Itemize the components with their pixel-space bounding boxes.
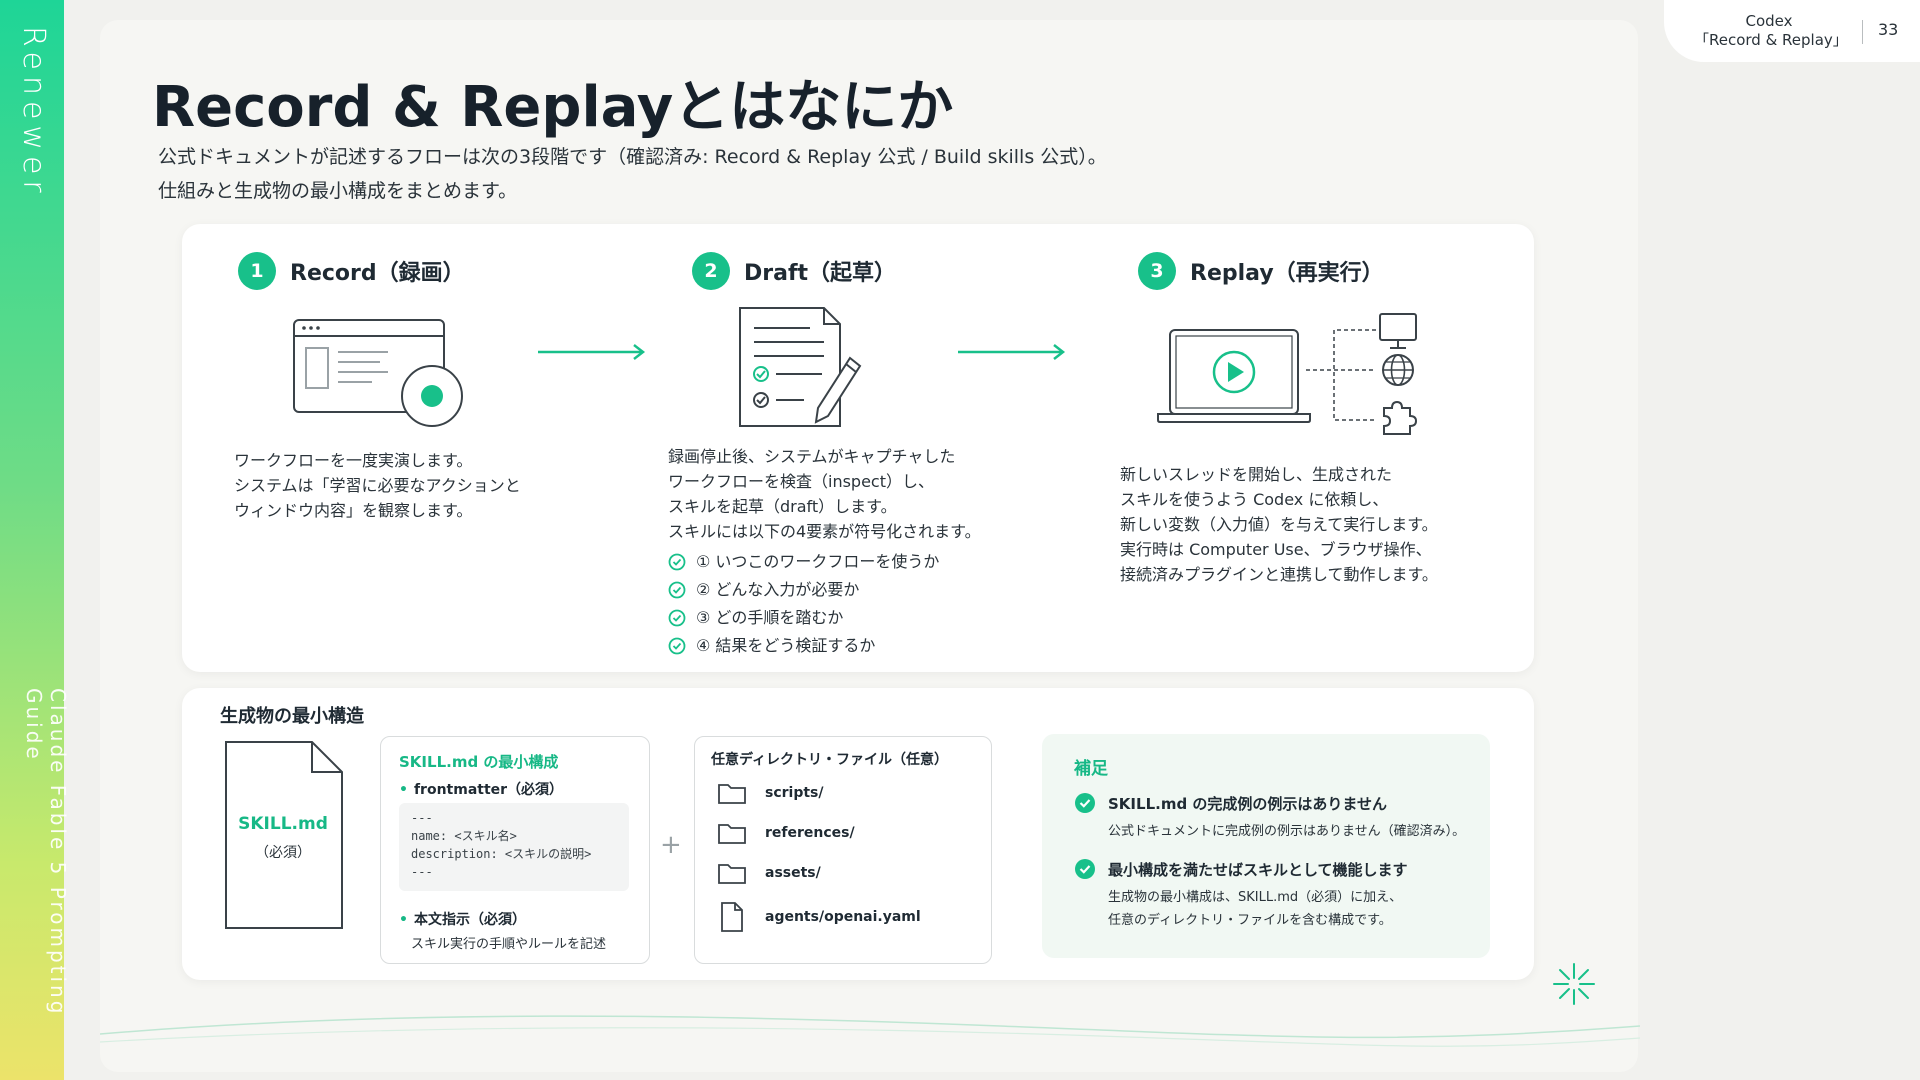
arrow-right-icon [538,344,646,360]
lead-text: 公式ドキュメントが記述するフローは次の3段階です（確認済み: Record & … [158,146,1107,202]
step-record-heading: 1 Record（録画） [238,252,465,290]
box-title: 任意ディレクトリ・ファイル（任意） [711,752,949,768]
step-replay-heading: 3 Replay（再実行） [1138,252,1384,290]
list-item: ③ どの手順を踏むか [668,604,939,632]
laptop-play-icon [1157,313,1418,435]
step-title: Replay（再実行） [1190,261,1384,286]
page-number: 33 [1878,20,1899,39]
page-title: Record & Replayとはなにか [152,75,954,140]
document-pencil-icon [739,307,862,427]
globe-icon [1382,354,1414,386]
check-circle-icon [668,553,686,571]
note-point-description: 生成物の最小構成は、SKILL.md（必須）に加え、 任意のディレクトリ・ファイ… [1108,890,1403,928]
frontmatter-bullet: frontmatter（必須） [399,779,563,799]
file-icon [225,741,343,929]
skill-elements-list: ① いつこのワークフローを使うか ② どんな入力が必要か ③ どの手順を踏むか … [668,548,939,660]
list-item: agents/openai.yaml [717,901,921,933]
list-item: ④ 結果をどう検証するか [668,632,939,660]
folder-icon [718,824,746,844]
plus-icon: + [660,830,682,860]
skill-file-required: （必須） [255,845,311,861]
step-draft-description: 録画停止後、システムがキャプチャした ワークフローを検査（inspect）し、 … [668,447,981,541]
folder-icon [718,864,746,884]
check-circle-icon [1075,793,1095,813]
side-guide-title: Claude Fable 5 Prompting Guide [22,688,70,1017]
frontmatter-code: ---name: <スキル名>description: <スキルの説明>--- [399,803,629,891]
step-number-badge: 1 [238,252,276,290]
header-topic: Codex 「Record & Replay」 [1694,12,1848,49]
step-record-description: ワークフローを一度実演します。 システムは「学習に必要なアクションと ウィンドウ… [234,451,521,520]
list-item: ① いつこのワークフローを使うか [668,548,939,576]
check-circle-icon [668,609,686,627]
decorative-wave [100,1015,1640,1047]
header-divider [1862,20,1863,44]
side-strip [0,0,64,1080]
step-title: Record（録画） [290,261,465,286]
header-tab [1664,0,1920,62]
body-bullet-description: スキル実行の手順やルールを記述 [411,937,607,952]
list-item: scripts/ [717,781,824,805]
check-circle-icon [1075,859,1095,879]
folder-icon [718,784,746,804]
flow-card: 1 Record（録画） ワークフローを一度実演します。 システムは「学習に必要… [182,224,1534,672]
side-brand: Renewer [16,26,51,199]
file-icon [721,902,743,932]
note-point: 最小構成を満たせばスキルとして機能します [1074,858,1408,880]
structure-card: 生成物の最小構造 SKILL.md （必須） SKILL.md の最小構成 fr… [182,688,1534,980]
skill-structure-box: SKILL.md の最小構成 frontmatter（必須） ---name: … [380,736,650,964]
step-draft-heading: 2 Draft（起草） [692,252,896,290]
note-point: SKILL.md の完成例の例示はありません [1074,792,1387,814]
supplement-note: 補足 SKILL.md の完成例の例示はありません 公式ドキュメントに完成例の例… [1042,734,1490,958]
check-circle-icon [668,581,686,599]
monitor-icon [1379,313,1417,349]
body-bullet: 本文指示（必須） [399,909,526,929]
spark-icon [1553,963,1595,1005]
puzzle-icon [1383,400,1418,435]
section-label: 生成物の最小構造 [220,706,364,727]
note-title: 補足 [1074,759,1108,779]
browser-window-icon [293,319,463,427]
list-item: assets/ [717,861,821,885]
list-item: references/ [717,821,855,845]
step-replay-description: 新しいスレッドを開始し、生成された スキルを使うよう Codex に依頼し、 新… [1120,465,1438,584]
step-number-badge: 2 [692,252,730,290]
check-circle-icon [668,637,686,655]
optional-dirs-box: 任意ディレクトリ・ファイル（任意） scripts/ references/ a… [694,736,992,964]
step-number-badge: 3 [1138,252,1176,290]
skill-file-name: SKILL.md [238,814,328,834]
arrow-right-icon [958,344,1066,360]
box-title: SKILL.md の最小構成 [399,753,559,771]
note-point-description: 公式ドキュメントに完成例の例示はありません（確認済み）。 [1108,824,1466,839]
list-item: ② どんな入力が必要か [668,576,939,604]
step-title: Draft（起草） [744,261,897,286]
